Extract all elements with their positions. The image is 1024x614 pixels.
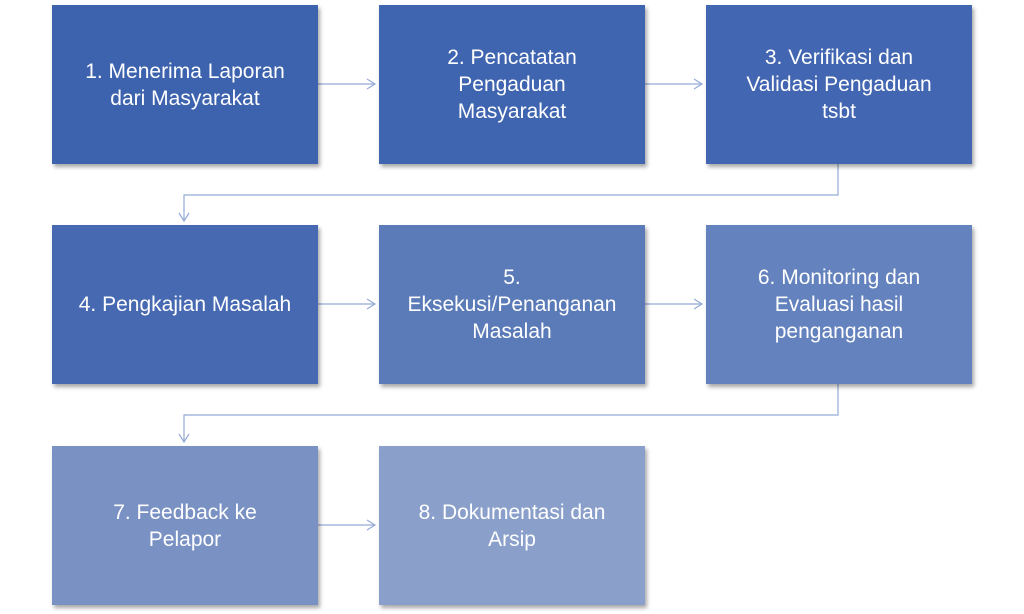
arrow-2-3-head	[693, 78, 704, 90]
step-8-label: 8. Dokumentasi dan Arsip	[418, 500, 606, 551]
step-3-box: 3. Verifikasi dan Validasi Pengaduan tsb…	[706, 5, 972, 164]
step-4-label: 4. Pengkajian Masalah	[78, 293, 292, 316]
step-7-label: 7. Feedback ke Pelapor	[113, 500, 257, 551]
arrow-6-7-line	[183, 384, 839, 442]
arrow-5-6-head	[693, 298, 704, 310]
step-4-box: 4. Pengkajian Masalah	[52, 225, 318, 384]
step-5-label: 5. Eksekusi/Penanganan Masalah	[407, 266, 617, 343]
step-1-label: 1. Menerima Laporan dari Masyarakat	[85, 59, 285, 110]
arrow-3-4-head	[178, 212, 190, 223]
step-7-box: 7. Feedback ke Pelapor	[52, 446, 318, 605]
arrow-4-5-head	[366, 298, 377, 310]
step-6-box: 6. Monitoring dan Evaluasi hasil pengang…	[706, 225, 972, 384]
step-2-box: 2. Pencatatan Pengaduan Masyarakat	[379, 5, 645, 164]
step-8-box: 8. Dokumentasi dan Arsip	[379, 446, 645, 605]
step-5-box: 5. Eksekusi/Penanganan Masalah	[379, 225, 645, 384]
step-3-label: 3. Verifikasi dan Validasi Pengaduan tsb…	[746, 46, 932, 123]
step-6-label: 6. Monitoring dan Evaluasi hasil pengang…	[757, 266, 921, 343]
arrow-1-2-head	[366, 78, 377, 90]
arrow-7-8-head	[366, 519, 377, 531]
arrow-6-7-head	[178, 433, 190, 444]
step-2-label: 2. Pencatatan Pengaduan Masyarakat	[447, 46, 577, 123]
arrow-3-4-line	[183, 164, 839, 221]
step-1-box: 1. Menerima Laporan dari Masyarakat	[52, 5, 318, 164]
